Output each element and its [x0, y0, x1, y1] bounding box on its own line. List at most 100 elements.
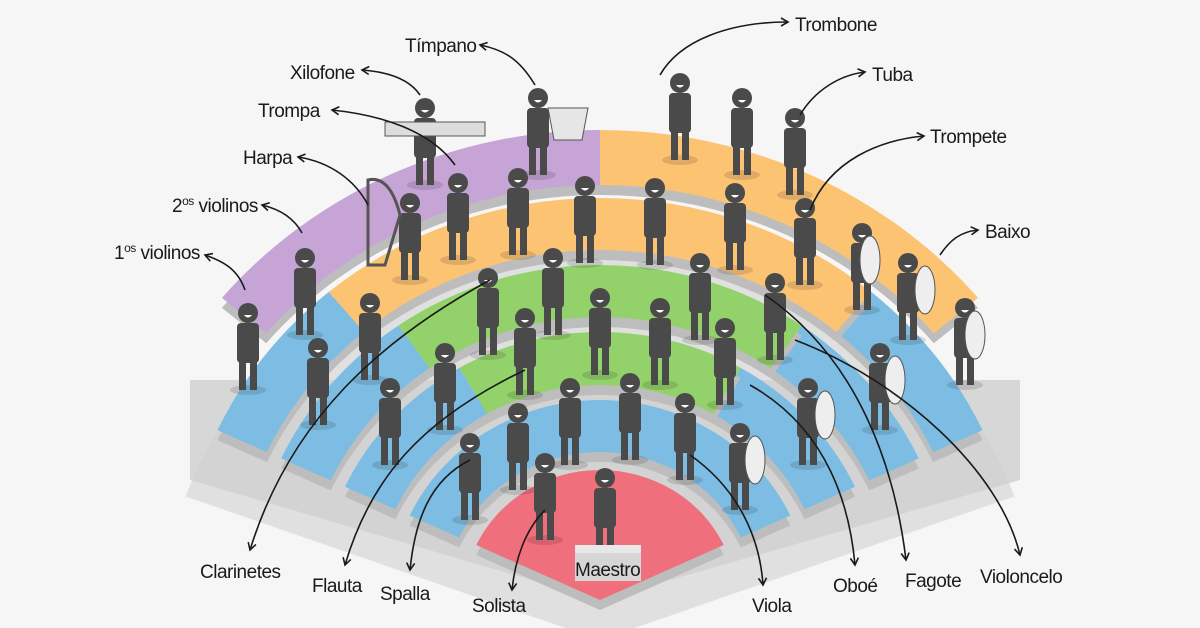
musician [777, 108, 813, 200]
smile [466, 445, 474, 448]
head [732, 88, 752, 108]
body [669, 93, 691, 133]
leg [702, 310, 709, 340]
musician [682, 253, 718, 345]
musician [612, 373, 648, 465]
musician [790, 378, 826, 470]
leg [307, 305, 314, 335]
cello-bass [964, 310, 986, 360]
body [359, 313, 381, 353]
leg [427, 155, 434, 185]
body [644, 198, 666, 238]
leg [372, 350, 379, 380]
musician [637, 178, 673, 270]
shadow [392, 275, 428, 285]
tier-brass [600, 130, 979, 334]
leg [799, 435, 806, 465]
leg [461, 490, 468, 520]
head [690, 253, 710, 273]
smile [738, 100, 746, 103]
head [798, 378, 818, 398]
shadow [427, 425, 463, 435]
smile [441, 355, 449, 358]
body [507, 188, 529, 228]
shadow [470, 350, 506, 360]
leg [392, 435, 399, 465]
smile [858, 235, 866, 238]
shadow [440, 255, 476, 265]
smile [244, 315, 252, 318]
tier-strings [836, 292, 983, 453]
shadow [662, 155, 698, 165]
musician [440, 173, 476, 265]
leg [733, 145, 740, 175]
body [399, 213, 421, 253]
head [650, 298, 670, 318]
leg [591, 345, 598, 375]
body [594, 488, 616, 528]
smile [421, 110, 429, 113]
musician [567, 176, 603, 268]
timpani-drum [547, 107, 589, 141]
body [574, 196, 596, 236]
body [619, 393, 641, 433]
body [527, 108, 549, 148]
leg [309, 395, 316, 425]
head [360, 293, 380, 313]
body [514, 328, 536, 368]
label-flauta: Flauta [312, 576, 363, 597]
body [724, 203, 746, 243]
leg [520, 460, 527, 490]
leg [691, 310, 698, 340]
label-tuba: Tuba [872, 65, 914, 86]
leg [882, 400, 889, 430]
head [730, 423, 750, 443]
smile [521, 320, 529, 323]
label-maestro: Maestro [575, 560, 640, 581]
smile [791, 120, 799, 123]
head [415, 98, 435, 118]
label-fagote: Fagote [905, 571, 961, 592]
shadow [637, 260, 673, 270]
tier-strings [770, 325, 919, 481]
musician [552, 378, 588, 470]
body [447, 193, 469, 233]
smile [736, 435, 744, 438]
smile [581, 188, 589, 191]
head [870, 343, 890, 363]
label-trombone: Trombone [795, 15, 877, 36]
label-baixo: Baixo [985, 222, 1030, 243]
leg [777, 330, 784, 360]
head [898, 253, 918, 273]
musician [707, 318, 743, 410]
smile [514, 415, 522, 418]
musician [890, 253, 926, 345]
label-timpano: Tímpano [405, 36, 476, 57]
smile [454, 185, 462, 188]
head [460, 433, 480, 453]
xylophone [384, 121, 486, 137]
leg [527, 365, 534, 395]
body [237, 323, 259, 363]
body [534, 473, 556, 513]
leg [576, 233, 583, 263]
body [559, 398, 581, 438]
body [731, 108, 753, 148]
head [238, 303, 258, 323]
head [785, 108, 805, 128]
musician [667, 393, 703, 485]
smile [681, 405, 689, 408]
musicians [230, 73, 986, 560]
label-trompete: Trompete [930, 127, 1007, 148]
leg [401, 250, 408, 280]
musician [582, 288, 618, 380]
smile [566, 390, 574, 393]
head [595, 468, 615, 488]
smile [731, 195, 739, 198]
label-spalla: Spalla [380, 584, 431, 605]
body [507, 423, 529, 463]
shadow [682, 335, 718, 345]
body [784, 128, 806, 168]
cello-bass [914, 265, 936, 315]
leg [766, 330, 773, 360]
